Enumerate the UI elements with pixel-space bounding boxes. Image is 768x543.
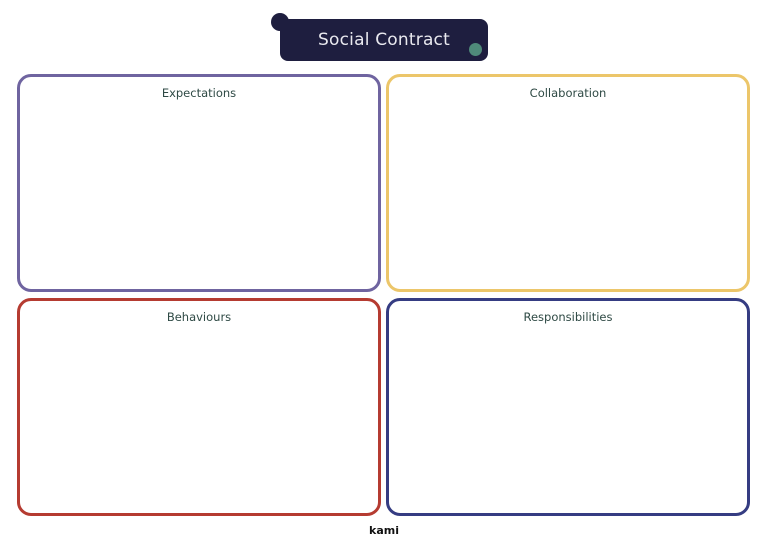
title-banner <box>280 19 488 61</box>
panel-collaboration[interactable]: Collaboration <box>386 74 750 292</box>
banner-dot-decoration <box>469 43 482 56</box>
page-title: Social Contract <box>318 30 450 50</box>
panel-expectations[interactable]: Expectations <box>17 74 381 292</box>
kami-logo: kami <box>369 524 399 537</box>
panel-label: Collaboration <box>529 86 607 100</box>
panel-label: Behaviours <box>166 310 232 324</box>
panel-behaviours[interactable]: Behaviours <box>17 298 381 516</box>
panel-label: Responsibilities <box>523 310 613 324</box>
panel-label: Expectations <box>161 86 237 100</box>
panel-responsibilities[interactable]: Responsibilities <box>386 298 750 516</box>
